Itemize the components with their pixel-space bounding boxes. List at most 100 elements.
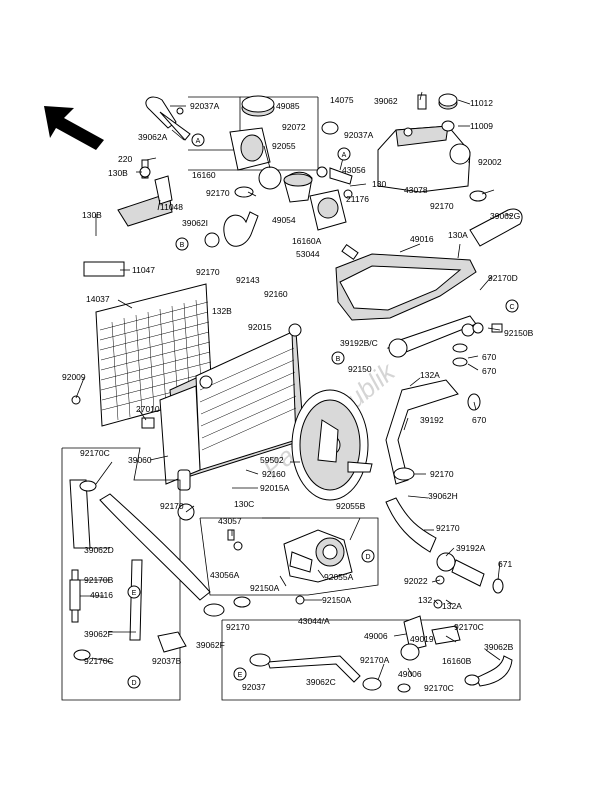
part-label-92150B[interactable]: 92150B [504, 328, 534, 338]
part-label-43056A[interactable]: 43056A [210, 570, 240, 580]
part-label-671[interactable]: 671 [498, 559, 512, 569]
part-label-49019[interactable]: 49019 [410, 634, 434, 644]
callout-markers: A A B B C D D E E [127, 133, 519, 689]
part-label-670-2[interactable]: 670 [482, 366, 496, 376]
part-label-21176[interactable]: 21176 [346, 194, 369, 204]
part-label-39192A[interactable]: 39192A [456, 543, 486, 553]
thermostat-group [283, 166, 359, 260]
part-label-92143[interactable]: 92143 [236, 275, 260, 285]
part-label-14037[interactable]: 14037 [86, 294, 110, 304]
part-label-14075[interactable]: 14075 [330, 95, 354, 105]
part-label-130C[interactable]: 130C [234, 499, 254, 509]
part-label-39062G[interactable]: 39062G [490, 211, 520, 221]
part-label-49116[interactable]: 49116 [90, 590, 113, 600]
part-label-49006-1[interactable]: 49006 [364, 631, 388, 641]
part-label-39062H[interactable]: 39062H [428, 491, 458, 501]
part-label-132[interactable]: 132 [418, 595, 432, 605]
part-label-53044[interactable]: 53044 [296, 249, 320, 259]
part-label-11047[interactable]: 11047 [132, 265, 155, 275]
callout-d-pump [361, 549, 375, 563]
part-label-92037B[interactable]: 92037B [152, 656, 182, 666]
part-label-39062F-c[interactable]: 39062F [196, 640, 225, 650]
part-label-132A[interactable]: 132A [420, 370, 440, 380]
callout-e-bottom-label: E [238, 672, 243, 679]
part-label-92170-l4[interactable]: 92170 [226, 622, 250, 632]
part-label-49006-2[interactable]: 49006 [398, 669, 422, 679]
part-label-670-1[interactable]: 670 [482, 352, 496, 362]
part-label-92037A[interactable]: 92037A [190, 101, 220, 111]
part-label-11048[interactable]: 11048 [160, 202, 183, 212]
part-label-92015A[interactable]: 92015A [260, 483, 290, 493]
part-label-92170A[interactable]: 92170A [360, 655, 390, 665]
part-label-39062C[interactable]: 39062C [306, 677, 336, 687]
part-label-92037[interactable]: 92037 [242, 682, 266, 692]
part-label-49016[interactable]: 49016 [410, 234, 434, 244]
part-label-39062F-l[interactable]: 39062F [84, 629, 113, 639]
part-label-43057[interactable]: 43057 [218, 516, 242, 526]
part-label-92055B[interactable]: 92055B [336, 501, 366, 511]
part-label-130[interactable]: 130 [372, 179, 386, 189]
part-label-130A[interactable]: 130A [448, 230, 468, 240]
part-label-49085[interactable]: 49085 [276, 101, 300, 111]
part-label-92160-2[interactable]: 92160 [262, 469, 286, 479]
part-label-92015[interactable]: 92015 [248, 322, 272, 332]
callout-e-left-label: E [132, 590, 137, 597]
part-label-92055[interactable]: 92055 [272, 141, 296, 151]
part-label-92170-r2[interactable]: 92170 [430, 469, 454, 479]
part-label-92072[interactable]: 92072 [282, 122, 306, 132]
part-label-92037A-mid[interactable]: 92037A [344, 130, 374, 140]
part-label-39062B[interactable]: 39062B [484, 642, 514, 652]
part-label-92170C-bl[interactable]: 92170C [84, 656, 114, 666]
part-label-92170-l1[interactable]: 92170 [206, 188, 230, 198]
part-label-43056[interactable]: 43056 [342, 165, 366, 175]
part-label-11009[interactable]: 11009 [470, 121, 493, 131]
callout-a-top [191, 133, 205, 147]
part-label-39062I[interactable]: 39062I [182, 218, 208, 228]
part-label-132A-2[interactable]: 132A [442, 601, 462, 611]
part-label-92150[interactable]: 92150 [348, 364, 372, 374]
part-label-92150A-1[interactable]: 92150A [250, 583, 280, 593]
part-label-92002[interactable]: 92002 [478, 157, 502, 167]
part-label-39062[interactable]: 39062 [374, 96, 398, 106]
part-label-92009[interactable]: 92009 [62, 372, 86, 382]
part-label-27010[interactable]: 27010 [136, 404, 160, 414]
part-label-130B-2[interactable]: 130B [82, 210, 102, 220]
part-label-92170-r1[interactable]: 92170 [430, 201, 454, 211]
part-label-92170-r3[interactable]: 92170 [436, 523, 460, 533]
part-label-130B[interactable]: 130B [108, 168, 128, 178]
part-label-92170D[interactable]: 92170D [488, 273, 518, 283]
callout-d-left-label: D [131, 680, 136, 687]
part-label-92170-l3[interactable]: 92170 [160, 501, 184, 511]
part-label-16160B[interactable]: 16160B [442, 656, 472, 666]
part-label-59502[interactable]: 59502 [260, 455, 284, 465]
heat-shield [335, 253, 477, 321]
part-label-39060[interactable]: 39060 [128, 455, 152, 465]
part-label-49054[interactable]: 49054 [272, 215, 296, 225]
part-label-132B[interactable]: 132B [212, 306, 232, 316]
part-label-670-3[interactable]: 670 [472, 415, 486, 425]
part-label-92170C-l[interactable]: 92170C [80, 448, 110, 458]
part-label-92170C-r[interactable]: 92170C [454, 622, 484, 632]
part-label-39192[interactable]: 39192 [420, 415, 444, 425]
part-label-39062D[interactable]: 39062D [84, 545, 114, 555]
part-label-92022[interactable]: 92022 [404, 576, 428, 586]
part-label-220[interactable]: 220 [118, 154, 132, 164]
part-number-labels: 92037A 49085 14075 39062A 92072 92037A 3… [62, 95, 534, 693]
part-label-92150A-2[interactable]: 92150A [322, 595, 352, 605]
part-label-43044[interactable]: 43044/A [298, 616, 330, 626]
part-label-92170B[interactable]: 92170B [84, 575, 114, 585]
callout-d-left [127, 675, 141, 689]
part-label-11012[interactable]: 11012 [470, 98, 493, 108]
part-label-92160[interactable]: 92160 [264, 289, 288, 299]
part-label-16160A[interactable]: 16160A [292, 236, 322, 246]
part-label-92170-l2[interactable]: 92170 [196, 267, 220, 277]
part-label-43078[interactable]: 43078 [404, 185, 428, 195]
water-pump-group [199, 517, 379, 605]
part-label-39062A[interactable]: 39062A [138, 132, 168, 142]
part-label-39192B[interactable]: 39192B/C [340, 338, 378, 348]
leader-lines [75, 91, 513, 681]
part-label-92055A[interactable]: 92055A [324, 572, 354, 582]
part-label-16160[interactable]: 16160 [192, 170, 216, 180]
part-label-92170C-br[interactable]: 92170C [424, 683, 454, 693]
